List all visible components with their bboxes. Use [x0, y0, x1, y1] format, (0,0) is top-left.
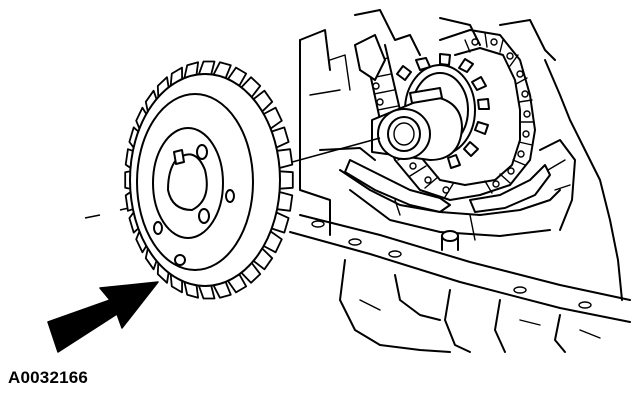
gear-tooth: [278, 170, 294, 190]
engine-block: [289, 9, 631, 353]
figure-id-label: A0032166: [8, 368, 89, 387]
crankshaft-hub: [371, 87, 463, 161]
gear-tooth: [197, 60, 216, 76]
chain-guide: [344, 34, 551, 213]
bold-arrow-indicator: [47, 281, 159, 353]
sprocket-gear: [124, 60, 294, 300]
gear-tooth: [197, 284, 216, 300]
